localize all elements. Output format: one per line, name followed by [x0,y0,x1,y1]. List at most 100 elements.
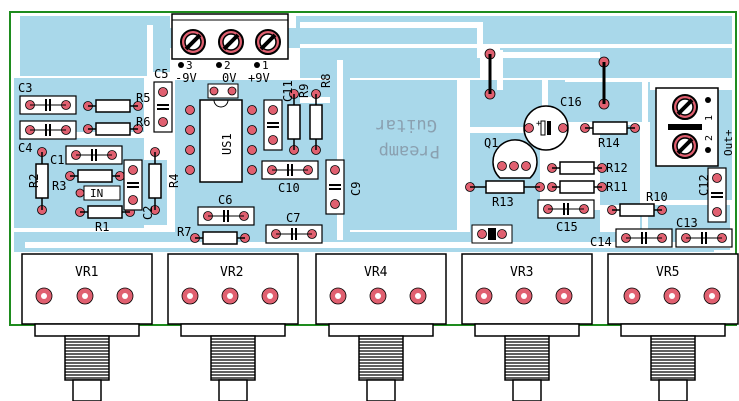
resistor-r5: R5 [83,91,150,113]
label-c12: C12 [697,174,711,196]
label-r9: R9 [297,84,311,98]
resistor-r4: R4 [148,147,181,215]
terminal-pin-2: 2 [224,59,231,72]
capacitor-c16: + C16 [523,95,582,151]
threaded-shaft [474,323,580,401]
resistor-r2: R2 [27,147,49,215]
threaded-shaft [328,323,434,401]
label-r8: R8 [319,74,333,88]
label-r12: R12 [606,161,628,175]
threaded-shaft [620,323,726,401]
jumper-wire [598,56,610,110]
label-r4: R4 [167,174,181,188]
resistor-r11: R11 [547,180,628,194]
potentiometer-vr1: VR1 [21,253,153,325]
capacitor-c3: C3 [18,81,77,115]
capacitor-c13: C13 [675,216,733,248]
ic-us1: US1 [185,99,257,183]
terminal-block-output: 1 2 Out+ [655,87,735,167]
label-r5: R5 [136,91,150,105]
power-label-0v: 0V [222,71,236,85]
terminal-pin-3: 3 [186,59,193,72]
input-label-block: IN [75,185,121,201]
potentiometer-shafts [34,323,726,401]
capacitor-c1: C1 [50,145,123,167]
label-c3: C3 [18,81,32,95]
screw-icon [672,94,698,120]
potentiometer-vr2: VR2 [167,253,299,325]
potentiometer-vr4: VR4 [315,253,447,325]
resistor-r8: R8 [309,74,333,155]
terminal-block-power: 3 2 1 -9V 0V +9V [171,13,289,85]
potentiometer-vr5: VR5 [607,253,739,325]
label-r10: R10 [646,190,668,204]
transistor-q1: Q1 [484,136,538,179]
resistor-r7: R7 [177,225,250,245]
label-c11: C11 [281,80,295,102]
watermark-preamp: Preamp [379,141,440,161]
label-r1: R1 [95,220,109,234]
label-c1: C1 [50,153,64,167]
capacitor-c14: C14 [590,228,673,249]
label-c4: C4 [18,141,32,155]
screw-icon [180,29,206,55]
resistor-r13: R13 [465,180,545,209]
label-c2: C2 [141,206,155,220]
label-vr4: VR4 [364,265,388,280]
resistor-r14: R14 [580,121,640,150]
label-c15: C15 [556,220,578,234]
power-label-pos9v: +9V [248,71,270,85]
threaded-shaft [180,323,286,401]
label-r11: R11 [606,180,628,194]
label-c14: C14 [590,235,612,249]
screw-icon [672,133,698,159]
label-c16: C16 [560,95,582,109]
capacitor-c4: C4 [18,120,77,155]
label-c13: C13 [676,216,698,230]
label-r14: R14 [598,136,620,150]
terminal-out-pin-1: 1 [704,115,715,121]
label-r7: R7 [177,225,191,239]
terminal-pin-1: 1 [262,59,269,72]
label-vr5: VR5 [656,265,679,280]
label-r3: R3 [52,179,66,193]
svg-text:+: + [536,119,542,129]
power-label-neg9v: -9V [175,71,197,85]
watermark-guitar: Guitar [376,115,437,135]
label-c5: C5 [154,67,168,81]
resistor-r1: R1 [75,205,135,234]
resistor-r9: R9 [287,84,311,155]
label-r2: R2 [27,174,41,188]
label-c10: C10 [278,181,300,195]
terminal-out-pin-2: 2 [704,135,715,141]
capacitor-c12: C12 [697,167,727,223]
screw-icon [255,29,281,55]
label-r13: R13 [492,195,514,209]
capacitor-c7: C7 [265,211,323,244]
label-us1: US1 [220,133,234,155]
label-vr1: VR1 [75,265,98,280]
label-q1: Q1 [484,136,498,150]
resistor-r6: R6 [83,115,150,136]
capacitor-c9: C9 [325,159,363,215]
capacitor-c2: C2 [123,159,155,220]
label-vr3: VR3 [510,265,533,280]
potentiometer-vr3: VR3 [461,253,593,325]
resistor-r3: R3 [52,169,125,193]
label-c6: C6 [218,193,232,207]
jumper-wire [484,48,496,100]
label-c9: C9 [349,182,363,196]
label-r6: R6 [136,115,150,129]
resistor-r10: R10 [607,190,668,217]
capacitor-c5: C5 [153,67,173,133]
label-out-plus: Out+ [722,129,735,156]
capacitor-c10: C10 [261,160,319,195]
link-block [471,224,513,244]
label-vr2: VR2 [220,265,243,280]
label-c7: C7 [286,211,300,225]
resistor-r12: R12 [547,161,628,175]
capacitor-c15: C15 [537,199,595,234]
capacitor-c11: C11 [263,80,295,151]
screw-icon [218,29,244,55]
